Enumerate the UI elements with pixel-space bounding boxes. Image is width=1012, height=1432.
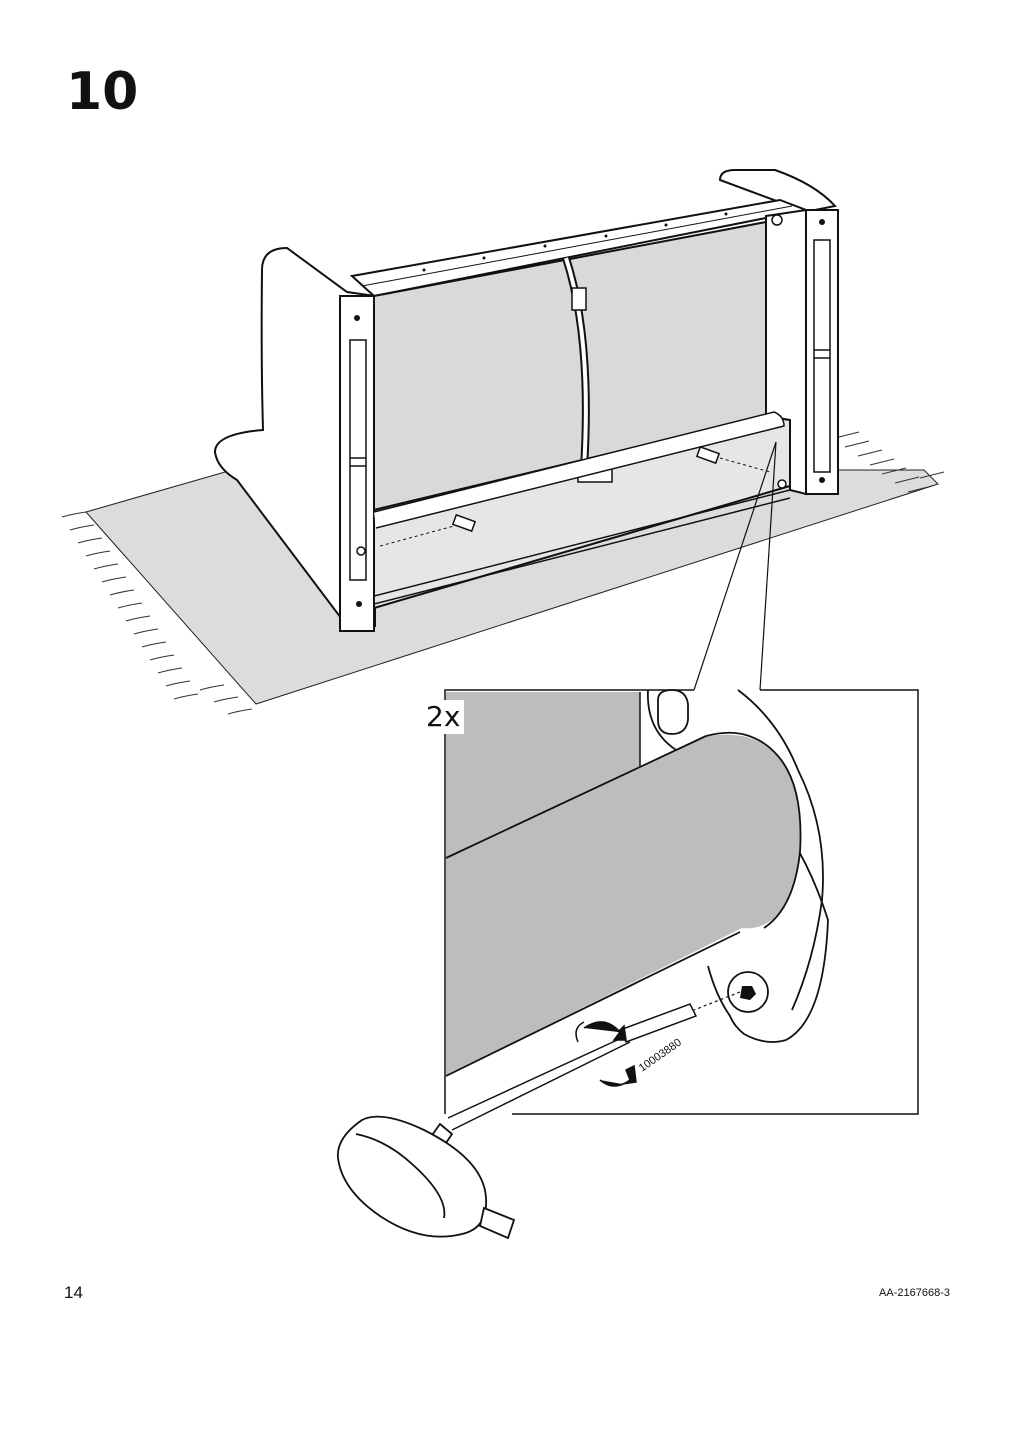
callout-lines: [693, 441, 777, 691]
allen-key-icon: [337, 1115, 516, 1240]
quantity-label: 2x: [424, 700, 465, 734]
document-code: AA-2167668-3: [879, 1287, 950, 1299]
page-number: 14: [64, 1283, 83, 1302]
rotate-arrow-icon: [575, 1021, 637, 1087]
detail-view: [444, 689, 919, 1131]
sofa-frame-illustration: [213, 169, 839, 632]
step-number: 10: [66, 62, 139, 122]
